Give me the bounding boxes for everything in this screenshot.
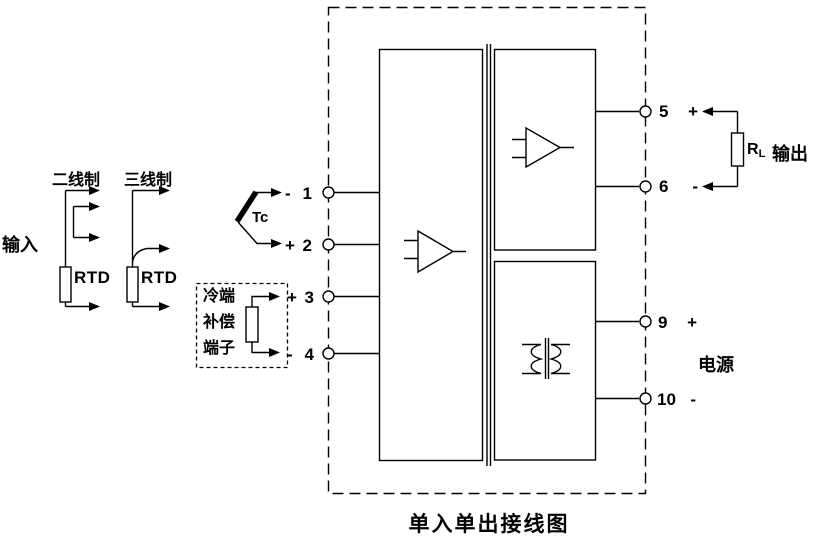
terminal-3 — [322, 290, 335, 303]
power-block — [493, 260, 597, 461]
rtd-three-wire-symbol — [126, 186, 170, 311]
terminal-2-sign: + — [285, 236, 295, 255]
resistor-symbol — [245, 306, 259, 343]
terminal-6-number: 6 — [659, 177, 669, 196]
terminal-6-sign: - — [692, 177, 698, 196]
amplifier-symbol-input — [404, 229, 466, 274]
cold-junction-line1: 冷端 — [203, 288, 236, 305]
thermocouple-icon — [234, 188, 282, 248]
load-resistor-subscript: L — [758, 148, 766, 160]
arrow-icon — [159, 302, 170, 311]
jumper-wire — [72, 205, 90, 239]
three-wire-label: 三线制 — [124, 172, 173, 189]
resistor-symbol — [126, 266, 139, 303]
cold-junction-box — [195, 282, 289, 369]
input-terminal-wires — [334, 191, 379, 355]
terminal-10-number: 10 — [657, 390, 676, 409]
output-section-label: 输出 — [772, 144, 808, 164]
cold-junction-text: 冷端 补偿 端子 — [203, 284, 235, 362]
output-amplifier-block — [493, 48, 597, 251]
resistor-symbol — [59, 266, 72, 303]
tc-label: Tc — [252, 209, 269, 226]
arrow-icon — [271, 188, 282, 197]
output-terminal-wires — [595, 110, 639, 400]
terminal-5-sign: + — [688, 102, 698, 121]
arrow-icon — [89, 302, 100, 311]
terminal-9 — [639, 315, 652, 328]
terminal-3-label: +3 — [287, 288, 314, 308]
arrow-icon — [159, 244, 170, 253]
load-resistor-name: R — [747, 141, 759, 158]
terminal-4-sign: - — [287, 345, 293, 364]
terminal-5 — [639, 105, 652, 118]
terminal-4 — [322, 347, 335, 360]
arrow-icon — [89, 202, 100, 211]
rtd-label-two-wire: RTD — [74, 268, 111, 287]
output-load-circuit — [702, 107, 745, 191]
terminal-1-sign: - — [285, 184, 291, 203]
terminal-6 — [639, 180, 652, 193]
terminal-9-sign: + — [687, 313, 697, 332]
terminal-6-label: 6- — [659, 177, 698, 197]
terminal-10-sign: - — [690, 390, 696, 409]
terminal-2 — [322, 238, 335, 251]
terminal-1-number: 1 — [302, 184, 312, 203]
input-amplifier-block — [378, 48, 484, 462]
isolation-barrier — [486, 44, 492, 466]
load-resistor-symbol — [730, 132, 745, 167]
terminal-9-number: 9 — [658, 313, 668, 332]
terminal-9-label: 9+ — [658, 313, 697, 333]
rtd-label-three-wire: RTD — [141, 268, 178, 287]
cold-junction-line2: 补偿 — [203, 314, 236, 331]
cold-junction-line3: 端子 — [203, 340, 236, 357]
amplifier-symbol-output — [512, 126, 574, 169]
input-section-label: 输入 — [2, 235, 38, 255]
terminal-4-label: -4 — [287, 345, 314, 365]
arrow-icon — [159, 186, 170, 195]
arrow-icon — [89, 186, 100, 195]
arrow-icon — [702, 107, 713, 116]
rtd-two-wire-symbol — [59, 186, 100, 311]
power-section-label: 电源 — [698, 355, 734, 375]
terminal-10 — [639, 392, 652, 405]
terminal-2-number: 2 — [302, 236, 312, 255]
terminal-2-label: +2 — [285, 236, 312, 256]
arrow-icon — [271, 239, 282, 248]
transformer-icon — [522, 338, 570, 379]
terminal-3-number: 3 — [304, 288, 314, 307]
arrow-icon — [702, 182, 713, 191]
terminal-1 — [322, 186, 335, 199]
terminal-5-number: 5 — [659, 102, 669, 121]
arrow-icon — [89, 233, 100, 242]
two-wire-label: 二线制 — [52, 172, 101, 189]
diagram-caption: 单入单出接线图 — [408, 513, 570, 536]
load-resistor-label: RL — [747, 141, 766, 160]
terminal-1-label: -1 — [285, 184, 312, 204]
terminal-5-label: 5+ — [659, 102, 698, 122]
arrow-icon — [269, 292, 280, 301]
arrow-icon — [269, 348, 280, 357]
terminal-10-label: 10- — [657, 390, 696, 410]
terminal-3-sign: + — [287, 288, 297, 307]
terminal-4-number: 4 — [304, 345, 314, 364]
terminal-circles — [322, 105, 652, 405]
